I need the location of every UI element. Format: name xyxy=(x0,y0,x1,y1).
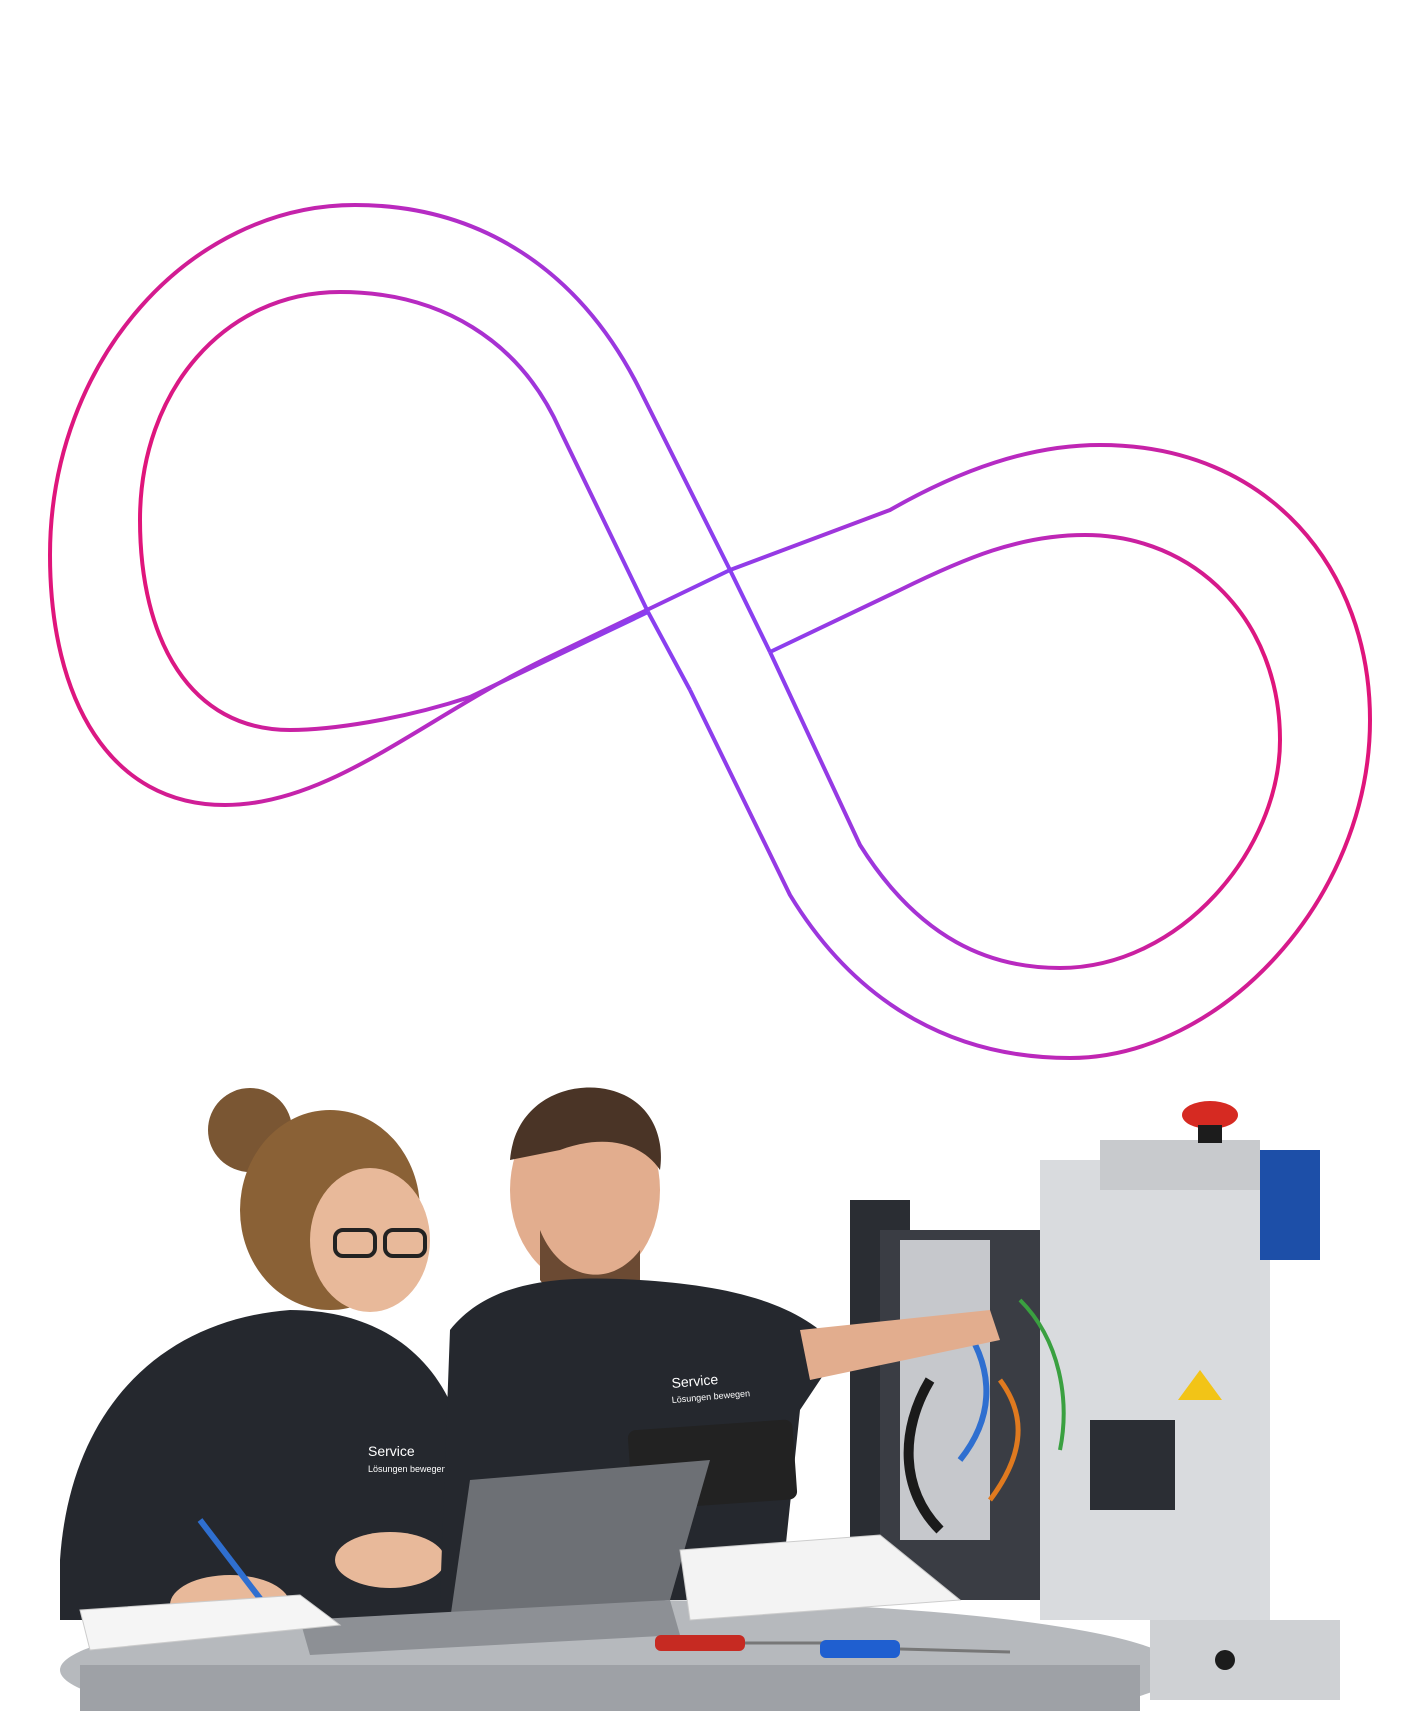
blue-panel xyxy=(1260,1150,1320,1260)
woman-shirt-subtitle: Lösungen bewegen xyxy=(368,1464,447,1474)
screwdrivers xyxy=(655,1635,1011,1658)
emergency-stop-button xyxy=(1182,1101,1238,1129)
infinity-loop-icon xyxy=(47,202,1373,1061)
infinity-cross-a xyxy=(646,611,692,691)
infinity-outer-left xyxy=(47,202,732,808)
warning-sign-icon xyxy=(1178,1370,1222,1400)
infinity-cross-b xyxy=(728,569,772,653)
woman-technician: Service Lösungen bewegen xyxy=(60,1088,470,1635)
man-shirt-title: Service xyxy=(671,1371,719,1391)
infinity-inner-right xyxy=(768,532,1283,971)
infinity-inner-left xyxy=(137,289,650,733)
service-team-photo: Service Lösungen bewegen Service Lösunge… xyxy=(60,1087,1340,1711)
pointing-arm xyxy=(800,1310,1000,1380)
infinity-outer-right xyxy=(688,442,1373,1061)
machine xyxy=(850,1101,1340,1700)
documents xyxy=(679,1534,962,1621)
notebook xyxy=(79,1594,342,1651)
laptop xyxy=(450,1460,710,1620)
woman-shirt-title: Service xyxy=(368,1443,415,1459)
